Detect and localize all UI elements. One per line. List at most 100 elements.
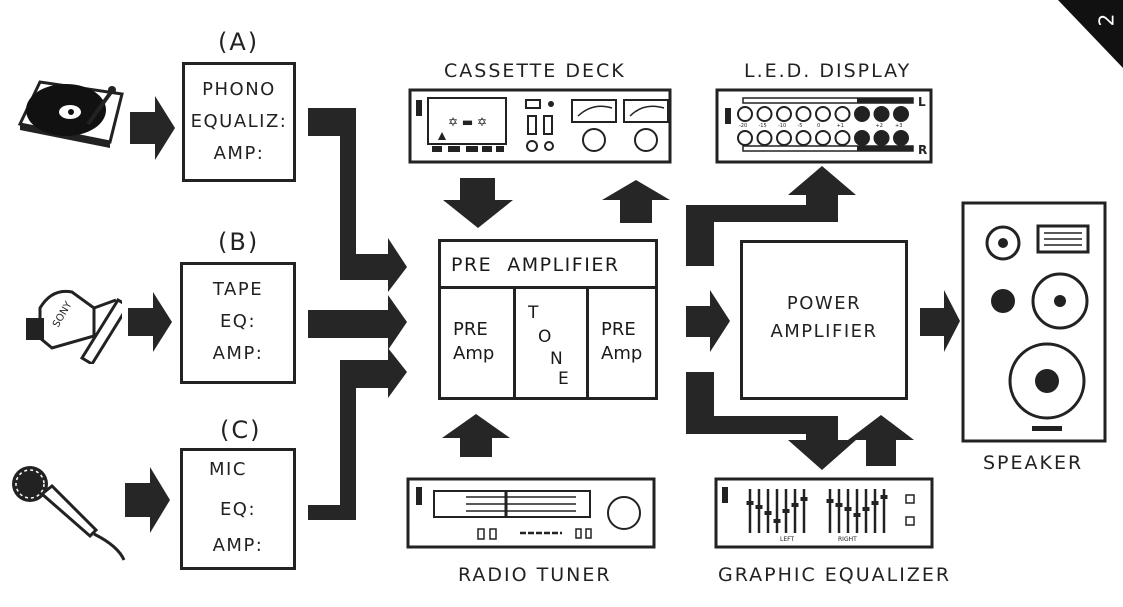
led-scale-tick: -15	[759, 123, 767, 129]
tone-letter-o: O	[538, 327, 552, 347]
graphic-equalizer-icon: LEFT RIGHT	[714, 477, 934, 549]
led-lit	[893, 130, 909, 146]
mic-equalizer-box: MIC EQ: AMP:	[180, 448, 296, 570]
source-c-tag: (C)	[220, 416, 262, 444]
eq-right-label: RIGHT	[838, 536, 857, 543]
corner-tab	[1058, 0, 1123, 68]
cassette-deck-icon: ✡ ▬ ✡	[408, 88, 672, 164]
eq-slider-knob	[880, 495, 888, 499]
led-unlit	[795, 130, 812, 146]
led-lit	[854, 130, 870, 146]
led-unlit	[737, 130, 753, 146]
led-scale-tick: +3	[895, 123, 902, 129]
led-unlit	[834, 106, 851, 122]
eq-slider-knob	[844, 507, 852, 511]
power-amp-line-1: POWER	[786, 293, 862, 314]
led-lit	[873, 106, 890, 122]
led-unlit	[815, 130, 831, 146]
eq-slider-knob	[764, 511, 772, 515]
arrow-preamp-to-cassette	[602, 180, 670, 223]
led-scale-tick: 0	[817, 123, 820, 129]
turntable-icon	[17, 80, 124, 148]
arrow-preamp-to-led	[686, 166, 856, 266]
source-b-tag: (B)	[218, 228, 260, 256]
led-unlit	[737, 106, 753, 122]
arrow-power-to-speaker	[920, 290, 960, 352]
mic-line-2: EQ:	[219, 499, 257, 520]
pre-amplifier-title: PRE AMPLIFIER	[451, 254, 620, 276]
led-unlit	[776, 130, 792, 146]
eq-slider-knob	[782, 509, 790, 513]
led-channel-r: R	[918, 143, 927, 157]
arrow-mic-to-preamp	[308, 348, 407, 520]
power-amp-line-2: AMPLIFIER	[770, 321, 878, 342]
eq-slider-knob	[791, 503, 799, 507]
phono-line-3: AMP:	[213, 143, 265, 164]
arrow-preamp-to-eq	[686, 372, 856, 470]
arrow-cassette-to-preamp	[443, 178, 513, 228]
preamp-left-line-2: Amp	[453, 343, 495, 364]
tone-letter-t: T	[528, 303, 539, 323]
eq-slider-knob	[871, 501, 879, 505]
eq-slider-group	[746, 489, 888, 533]
pre-amplifier-block: PRE AMPLIFIER PRE Amp T O N E PRE Amp	[438, 239, 658, 400]
eq-slider-knob	[853, 513, 861, 517]
arrow-tuner-to-preamp	[442, 414, 510, 457]
led-scale-tick: -20	[739, 123, 747, 129]
led-unlit	[815, 106, 831, 122]
led-channel-l: L	[918, 95, 926, 109]
preamp-right-line-1: PRE	[601, 319, 636, 340]
preamp-left-cell: PRE Amp	[441, 289, 516, 397]
preamp-right-cell: PRE Amp	[589, 289, 655, 397]
power-amplifier-block: POWER AMPLIFIER	[740, 240, 908, 400]
tape-head-icon: SONY	[26, 289, 122, 364]
tape-line-3: AMP:	[212, 343, 264, 364]
phono-equalizer-box: PHONO EQUALIZ: AMP:	[182, 62, 296, 182]
phono-line-1: PHONO	[202, 79, 276, 100]
svg-text:✡ ▬ ✡: ✡ ▬ ✡	[448, 115, 487, 129]
arrow-phono-to-preamp	[308, 108, 407, 292]
led-scale-tick: -5	[798, 123, 803, 129]
led-unlit	[834, 130, 851, 146]
tape-equalizer-box: TAPE EQ: AMP:	[180, 262, 296, 384]
eq-slider-knob	[746, 501, 754, 505]
led-lit	[873, 130, 890, 146]
arrow-eq-to-power	[848, 415, 914, 466]
led-scale-tick: +1	[837, 123, 844, 129]
led-unlit	[756, 106, 773, 122]
arrow-preamp-to-power	[686, 290, 730, 352]
led-unlit	[756, 130, 773, 146]
radio-tuner-icon	[406, 477, 656, 549]
tape-line-1: TAPE	[212, 279, 264, 300]
led-lit	[893, 106, 909, 122]
mic-line-3: AMP:	[212, 535, 264, 556]
mic-line-1: MIC	[209, 459, 247, 480]
arrow-mic-to-miceq	[125, 467, 170, 533]
led-dot-group: -20 -15 -10 -5 0 +1 +2 +3	[737, 106, 909, 146]
eq-slider-knob	[862, 507, 870, 511]
corner-page-number: 2	[1094, 13, 1119, 27]
led-scale-tick: +2	[876, 123, 883, 129]
tone-letter-e: E	[558, 369, 569, 389]
tone-letter-n: N	[550, 349, 563, 369]
led-scale-tick: -10	[778, 123, 786, 129]
eq-slider-knob	[755, 505, 763, 509]
radio-tuner-label: RADIO TUNER	[458, 564, 612, 586]
led-unlit	[795, 106, 812, 122]
preamp-left-line-1: PRE	[453, 319, 488, 340]
graphic-equalizer-label: GRAPHIC EQUALIZER	[718, 564, 952, 586]
eq-slider-knob	[826, 499, 834, 503]
eq-slider-knob	[800, 497, 808, 501]
led-lit	[854, 106, 870, 122]
phono-line-2: EQUALIZ:	[190, 111, 288, 132]
eq-slider-knob	[835, 503, 843, 507]
eq-left-label: LEFT	[780, 536, 794, 543]
source-a-tag: (A)	[218, 28, 260, 56]
speaker-icon	[961, 201, 1107, 443]
arrow-turntable-to-phono	[130, 96, 175, 160]
cassette-deck-label: CASSETTE DECK	[444, 60, 626, 82]
arrow-tape-to-tapeeq	[128, 292, 172, 352]
tape-line-2: EQ:	[219, 311, 257, 332]
led-unlit	[776, 106, 792, 122]
